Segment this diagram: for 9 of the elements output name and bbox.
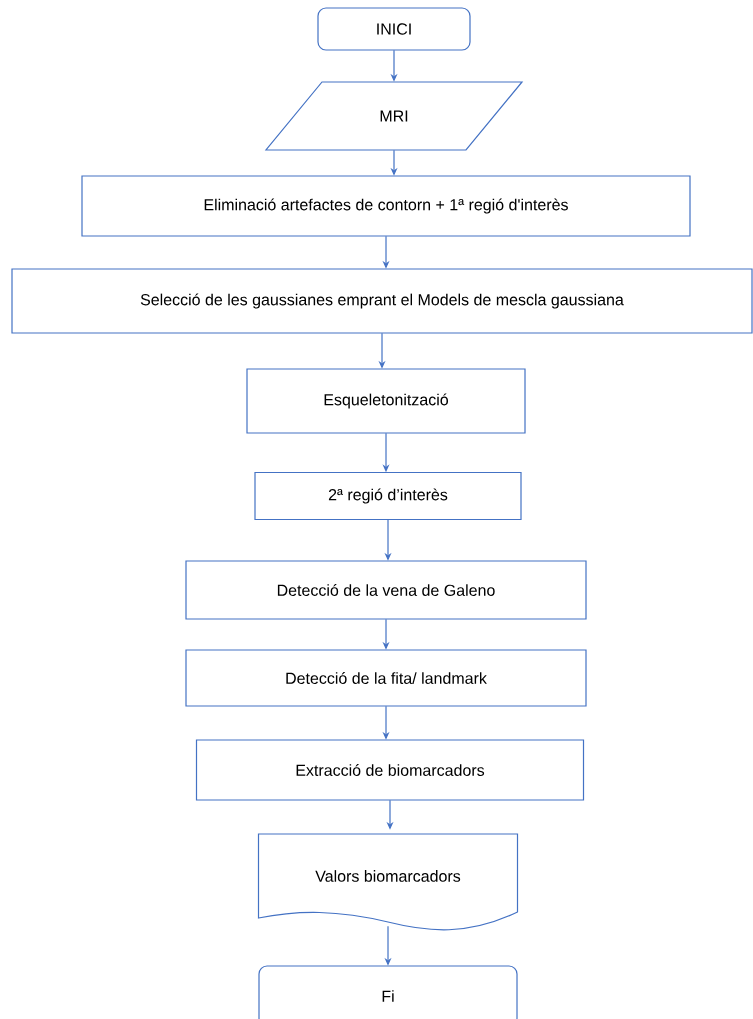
process-box: Selecció de les gaussianes emprant el Models de mescla gaussiana xyxy=(11,268,753,334)
process-box: Esqueletonització xyxy=(246,368,526,434)
process-box: Eliminació artefactes de contorn + 1ª regió d'interès xyxy=(81,175,691,237)
terminal-box: INICI xyxy=(317,7,471,51)
process-box: Detecció de la vena de Galeno xyxy=(185,560,587,620)
process-box: 2ª regió d’interès xyxy=(254,471,522,521)
process-box: Extracció de biomarcadors xyxy=(195,739,585,801)
process-box: Detecció de la fita/ landmark xyxy=(185,649,587,707)
terminal-box: Fi xyxy=(258,965,518,1019)
